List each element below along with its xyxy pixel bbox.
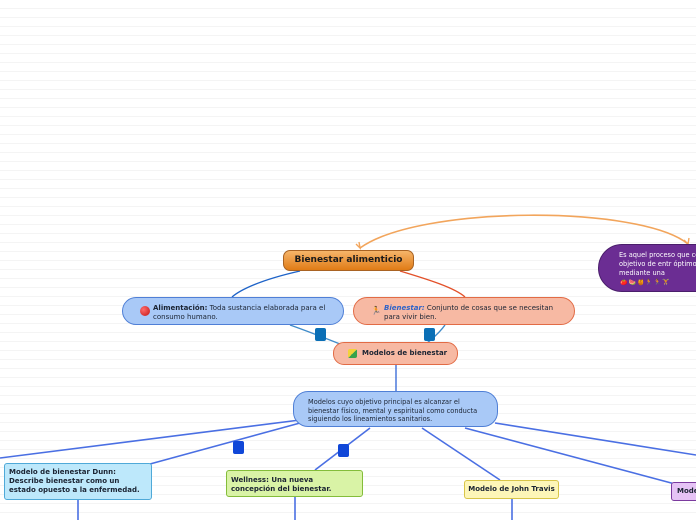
beginner-badge-icon — [348, 349, 357, 358]
branch-fifth[interactable]: Mode — [671, 482, 696, 501]
branch-fifth-text: Mode — [677, 487, 696, 495]
modelos-node[interactable]: Modelos de bienestar — [333, 342, 458, 365]
emoji-row: 🍅🍉🍯🏃🏃🏋 — [620, 279, 671, 286]
purple-note-text: Es aquel proceso que con el objetivo de … — [619, 251, 696, 277]
bienestar-term: Bienestar: — [384, 304, 425, 312]
alimentacion-term: Alimentación: — [153, 304, 208, 312]
branch-dunn-text: Modelo de bienestar Dunn: Describe biene… — [9, 468, 140, 494]
link-marker-icon[interactable] — [424, 328, 435, 341]
branch-wellness[interactable]: Wellness: Una nueva concepción del biene… — [226, 470, 363, 497]
branch-wellness-text: Wellness: Una nueva concepción del biene… — [231, 476, 332, 493]
bienestar-node[interactable]: Bienestar: Conjunto de cosas que se nece… — [353, 297, 575, 325]
alimentacion-text: Toda sustancia elaborada para el consumo… — [153, 304, 326, 321]
link-marker-icon[interactable] — [315, 328, 326, 341]
central-topic[interactable]: Bienestar alimenticio — [283, 250, 414, 271]
branch-travis[interactable]: Modelo de John Travis — [464, 480, 559, 499]
alimentacion-node[interactable]: Alimentación: Toda sustancia elaborada p… — [122, 297, 344, 325]
descripcion-node[interactable]: Modelos cuyo objetivo principal es alcan… — [293, 391, 498, 427]
modelos-label: Modelos de bienestar — [362, 349, 448, 357]
branch-dunn[interactable]: Modelo de bienestar Dunn: Describe biene… — [4, 463, 152, 500]
central-topic-label: Bienestar alimenticio — [294, 255, 403, 265]
apple-icon — [140, 306, 150, 316]
link-marker-icon[interactable] — [233, 441, 244, 454]
descripcion-text: Modelos cuyo objetivo principal es alcan… — [308, 398, 478, 423]
branch-travis-text: Modelo de John Travis — [468, 485, 555, 493]
link-marker-icon[interactable] — [338, 444, 349, 457]
runner-icon: 🏃 — [371, 306, 381, 315]
bienestar-text: Conjunto de cosas que se necesitan para … — [384, 304, 554, 321]
purple-note-node[interactable]: Es aquel proceso que con el objetivo de … — [598, 244, 696, 292]
